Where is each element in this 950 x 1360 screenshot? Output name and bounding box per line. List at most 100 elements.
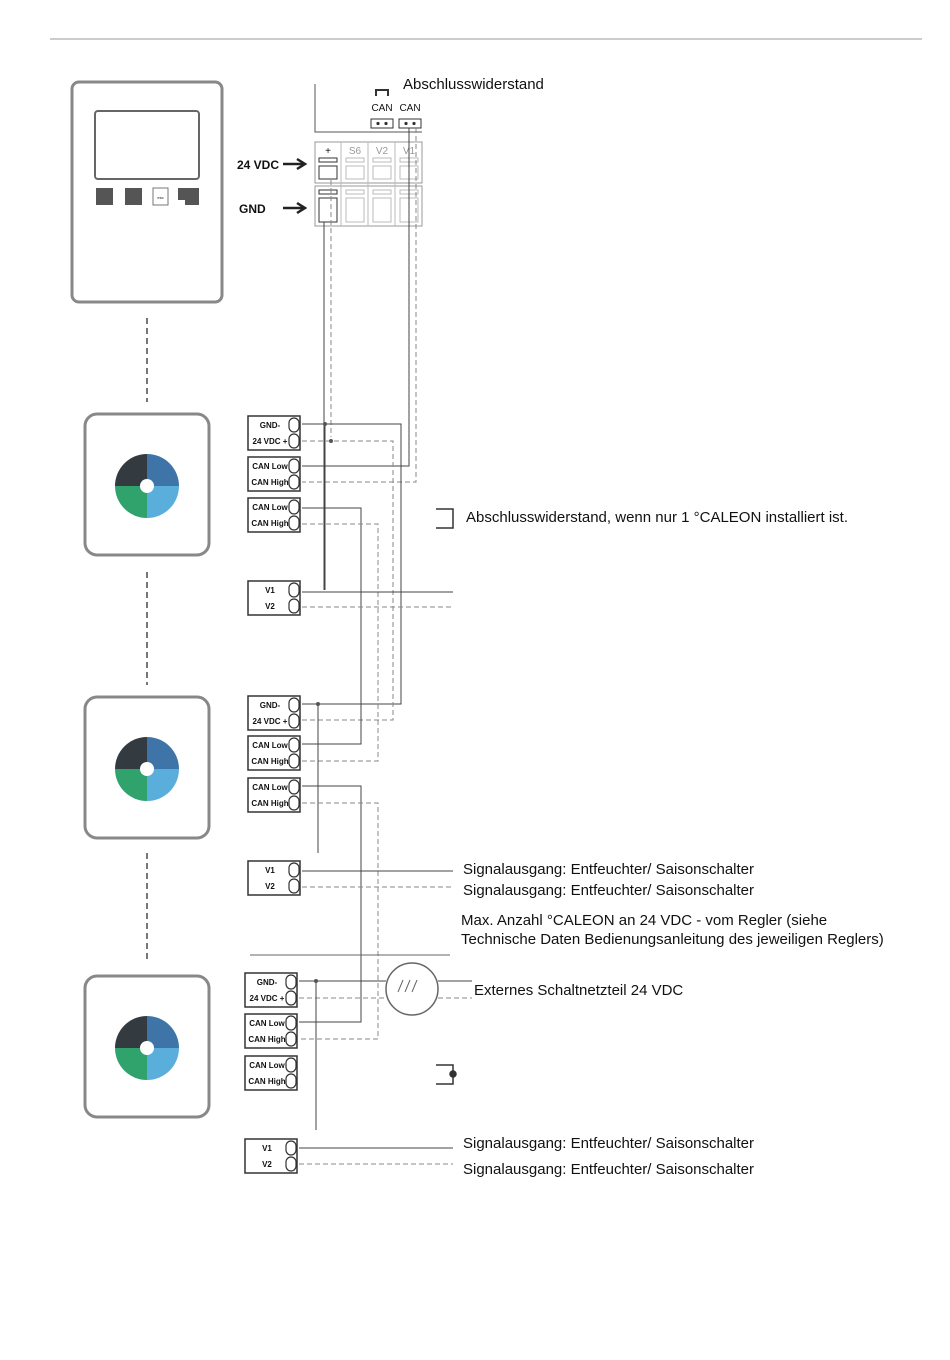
controller-esc-button [152,187,169,206]
controller-display [94,110,200,180]
module-terminal-label: V2 [265,882,275,891]
terminal-screw [285,1015,297,1031]
terminal-screw [288,515,300,531]
terminal-screw [285,1073,297,1089]
terminal-screw [288,598,300,614]
module2-terminal-pair-1: GND- 24 VDC + [247,695,301,731]
module-terminal-label: CAN Low [249,1019,285,1028]
caleon-wheel-dark [115,737,147,769]
can-label-2: CAN [399,103,420,114]
terminal-screw [285,990,297,1006]
module-terminal-label: V1 [265,866,275,875]
termination-label: Abschlusswiderstand [403,76,544,93]
terminal-screw [288,458,300,474]
max-count-note-line2: Technische Daten Bedienungsanleitung des… [461,931,884,948]
signal-output-v2-module3: Signalausgang: Entfeuchter/ Saisonschalt… [463,1161,754,1178]
module-terminal-label: GND- [260,421,281,430]
signal-output-v2-module2: Signalausgang: Entfeuchter/ Saisonschalt… [463,882,754,899]
terminal-screw [288,737,300,753]
terminal-screw [285,974,297,990]
terminal-label-plus: + [325,146,331,157]
module-terminal-label: CAN Low [249,1061,285,1070]
terminal-screw [288,697,300,713]
controller-button-2 [125,188,142,205]
terminal-screw [288,474,300,490]
external-psu [385,962,439,1016]
controller-button-1 [96,188,113,205]
module-terminal-label: CAN Low [252,503,288,512]
caleon-center-button [140,1041,154,1055]
plus-terminal-screw [318,165,338,180]
signal-output-v1-module2: Signalausgang: Entfeuchter/ Saisonschalt… [463,861,754,878]
module-terminal-label: 24 VDC + [253,717,288,726]
controller-device: esc [70,80,224,304]
power-label: 24 VDC [237,158,279,172]
module-terminal-label: V2 [262,1160,272,1169]
terminal-screw [288,417,300,433]
termination-resistor-icon [436,508,454,529]
module-terminal-label: CAN High [248,1035,285,1044]
terminal-screw [288,779,300,795]
caleon-wheel-green [115,1048,147,1080]
can-connector-1 [370,118,394,129]
controller-terminal-block: + S6 V2 V1 CAN CAN Abschlusswiderstand 2… [237,76,544,227]
caleon-wheel-green [115,486,147,518]
signal-output-v1-module3: Signalausgang: Entfeuchter/ Saisonschalt… [463,1135,754,1152]
terminal-screw [288,753,300,769]
module-terminal-label: GND- [260,701,281,710]
module3-terminal-pair-1: GND-24 VDC + [244,972,298,1008]
module-terminal-label: CAN High [248,1077,285,1086]
terminal-label-v2: V2 [376,146,389,157]
terminal-label-s6: S6 [349,146,362,157]
terminal-screw [288,499,300,515]
module-terminal-label: V2 [265,602,275,611]
ground-label: GND [239,202,266,216]
terminal-screw [288,582,300,598]
external-psu-label: Externes Schaltnetzteil 24 VDC [474,982,683,999]
max-count-note-line1: Max. Anzahl °CALEON an 24 VDC - vom Regl… [461,912,827,929]
caleon-wheel-lightblue [147,486,179,518]
terminal-screw [288,713,300,729]
module-terminal-label: CAN High [251,757,288,766]
terminal-screw [288,878,300,894]
gnd-terminal-screw [318,197,338,223]
module-terminal-label: 24 VDC + [250,994,285,1003]
module-terminal-label: CAN High [251,519,288,528]
terminal-screw [288,862,300,878]
caleon-wheel-blue [147,737,179,769]
psu-icon [385,962,439,1016]
module1-terminal-pair-1: GND- 24 VDC + [247,415,301,451]
module-terminal-label: CAN Low [252,462,288,471]
caleon-wheel-green [115,769,147,801]
terminal-screw [285,1140,297,1156]
caleon-wheel-dark [115,1016,147,1048]
caleon-devices [83,412,211,1119]
caleon-wheel-blue [147,454,179,486]
module-terminal-label: CAN High [251,799,288,808]
module-terminal-label: V1 [262,1144,272,1153]
wiring [250,128,472,1165]
ground-arrow-icon [283,201,308,215]
termination-note: Abschlusswiderstand, wenn nur 1 °CALEON … [466,509,848,526]
esc-label: esc [157,195,163,200]
module-terminal-label: CAN Low [252,783,288,792]
caleon-wheel-dark [115,454,147,486]
annotations: Abschlusswiderstand, wenn nur 1 °CALEON … [461,509,884,1178]
caleon-wheel-lightblue [147,769,179,801]
terminal-screw [285,1156,297,1172]
caleon-center-button [140,762,154,776]
caleon-wheel-lightblue [147,1048,179,1080]
caleon-device-3 [83,974,211,1119]
module-terminal-label: 24 VDC + [253,437,288,446]
module-terminal-label: V1 [265,586,275,595]
terminal-screw [288,433,300,449]
